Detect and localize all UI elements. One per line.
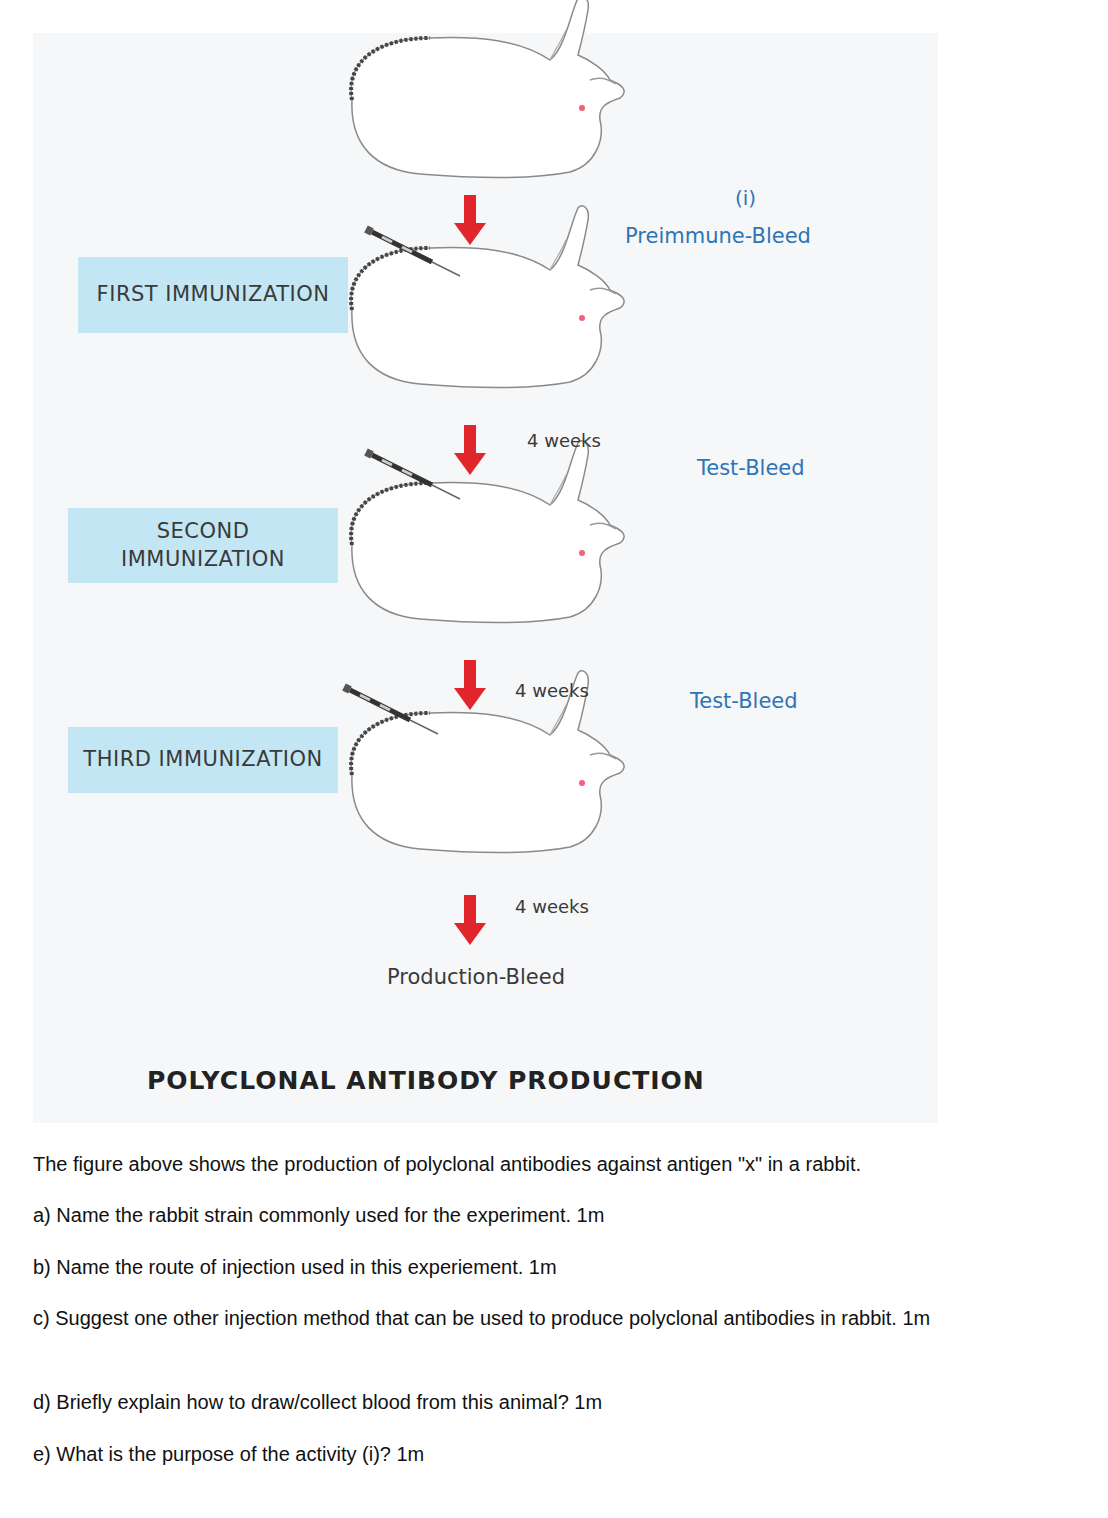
interval-label: 4 weeks: [515, 896, 589, 917]
step-label: Production-Bleed: [387, 965, 565, 989]
label-box: SECOND IMMUNIZATION: [68, 508, 338, 583]
box-label: FIRST IMMUNIZATION: [97, 281, 330, 308]
question-text: b) Name the route of injection used in t…: [33, 1251, 1083, 1283]
figure-caption: POLYCLONAL ANTIBODY PRODUCTION: [147, 1066, 705, 1095]
label-box: THIRD IMMUNIZATION: [68, 727, 338, 793]
question-text: d) Briefly explain how to draw/collect b…: [33, 1386, 1083, 1418]
step-label: Preimmune-Bleed: [625, 224, 811, 248]
question-text: c) Suggest one other injection method th…: [33, 1302, 1083, 1334]
box-label: SECOND IMMUNIZATION: [78, 518, 328, 573]
question-text: The figure above shows the production of…: [33, 1148, 1083, 1180]
box-label: THIRD IMMUNIZATION: [83, 746, 322, 773]
question-text: e) What is the purpose of the activity (…: [33, 1438, 1083, 1470]
question-text: a) Name the rabbit strain commonly used …: [33, 1199, 1083, 1231]
step-label: Test-Bleed: [697, 456, 805, 480]
interval-label: 4 weeks: [515, 680, 589, 701]
label-box: FIRST IMMUNIZATION: [78, 257, 348, 333]
interval-label: 4 weeks: [527, 430, 601, 451]
callout-number: (i): [735, 186, 756, 210]
step-label: Test-Bleed: [690, 689, 798, 713]
